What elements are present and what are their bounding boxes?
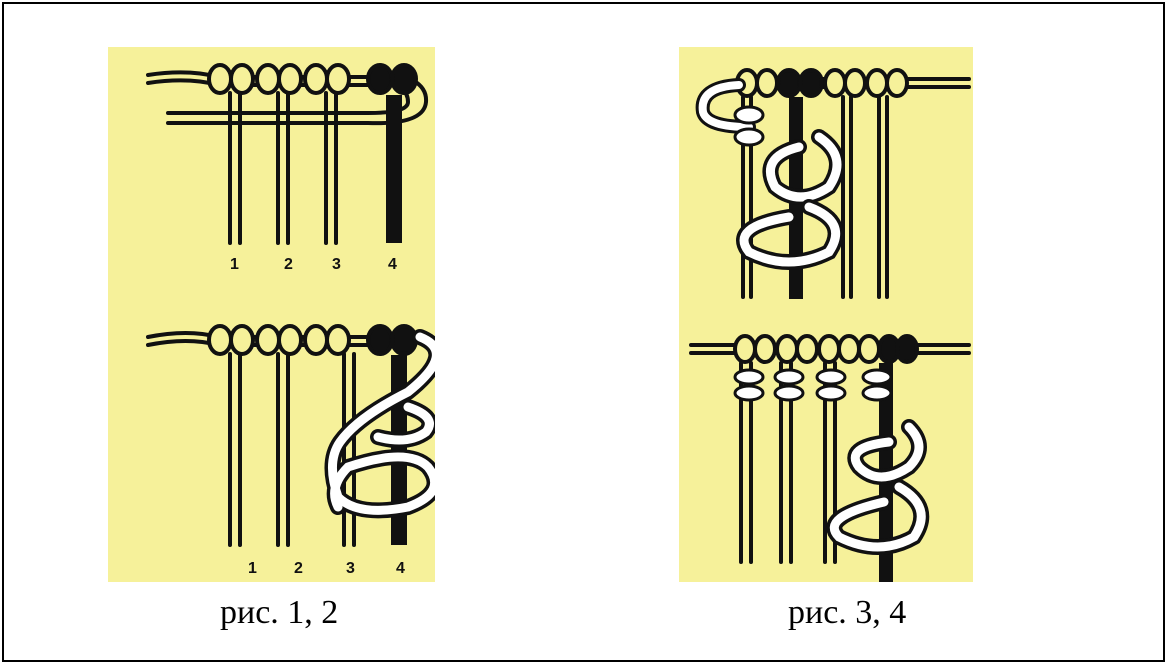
figure-3-top (735, 68, 971, 299)
figure-1-top (146, 63, 429, 245)
macrame-diagram-1-2: 1 2 3 4 (108, 47, 435, 582)
cord-number-2: 2 (284, 256, 293, 273)
cord-numbers-top: 1 2 3 4 (230, 256, 397, 273)
caption-figures-3-4: рис. 3, 4 (788, 594, 907, 631)
paper-background (108, 47, 435, 582)
cord-number-4: 4 (396, 560, 405, 577)
cord-numbers-bottom: 1 2 3 4 (248, 560, 405, 577)
working-cord-wrap-bottom (826, 419, 930, 555)
working-cord-wrap (324, 329, 435, 519)
illustration-panel-left: 1 2 3 4 (108, 47, 435, 582)
cord-4-filler (386, 95, 402, 243)
cord-number-1: 1 (248, 560, 257, 577)
caption-figures-1-2: рис. 1, 2 (220, 594, 339, 631)
figure-2-bottom (146, 324, 418, 547)
cord-number-3: 3 (346, 560, 355, 577)
cord-number-1: 1 (230, 256, 239, 273)
cord-number-4: 4 (388, 256, 397, 273)
square-knot-row (733, 368, 893, 402)
illustration-panel-right (679, 47, 973, 582)
macrame-diagram-3-4 (679, 47, 973, 582)
cord-number-3: 3 (332, 256, 341, 273)
cord-number-2: 2 (294, 560, 303, 577)
working-cord-knots (695, 78, 845, 270)
